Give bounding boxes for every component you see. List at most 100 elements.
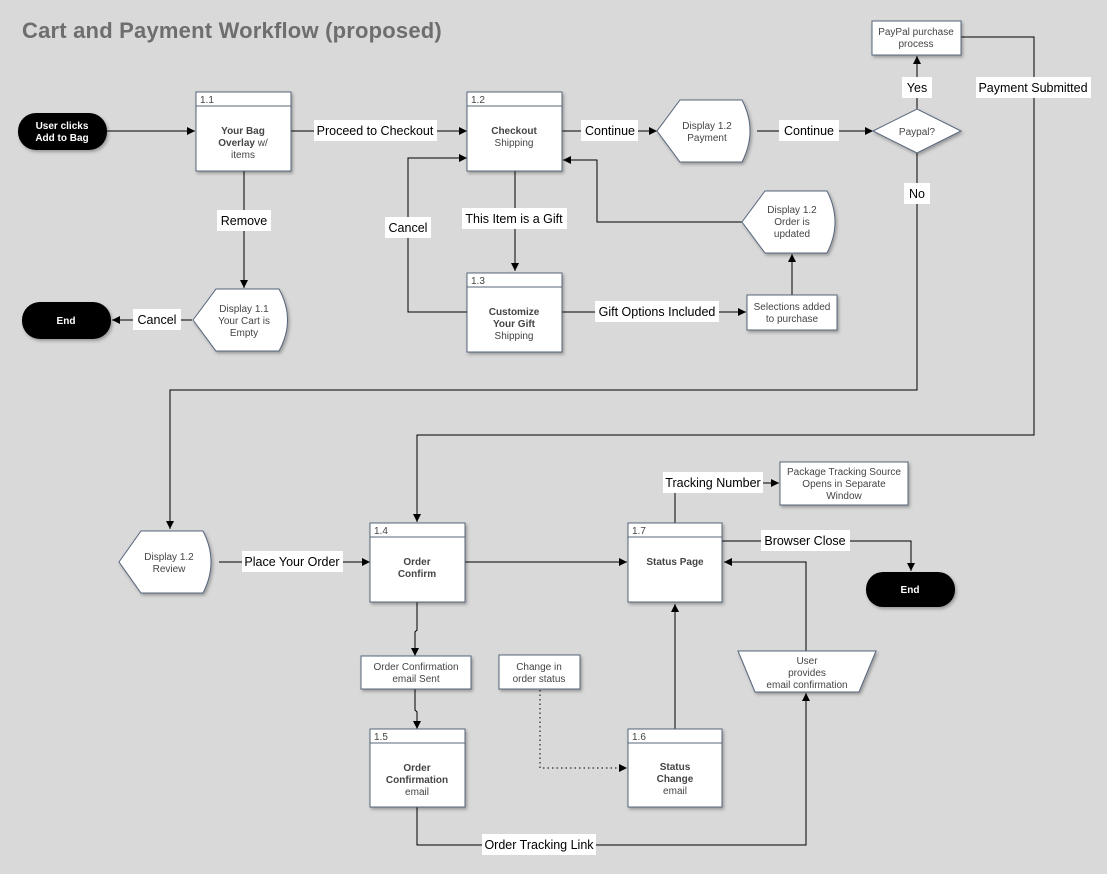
svg-text:Order: Order: [403, 763, 430, 774]
svg-text:updated: updated: [774, 229, 810, 240]
edge-tracking-link: [416, 693, 810, 846]
svg-text:Add to Bag: Add to Bag: [35, 133, 88, 144]
svg-text:Window: Window: [826, 491, 862, 502]
node-tracking-source: Package Tracking Source Opens in Separat…: [779, 461, 909, 506]
svg-text:Confirm: Confirm: [398, 569, 436, 580]
node-confirmation-email: 1.5 Order Confirmation email: [369, 728, 466, 808]
label-cancel-gift: Cancel: [389, 221, 428, 235]
label-continue2: Continue: [784, 124, 834, 138]
svg-text:email: email: [663, 786, 687, 797]
svg-text:Your Bag: Your Bag: [221, 126, 265, 137]
svg-text:1.6: 1.6: [632, 732, 646, 743]
svg-text:Payment: Payment: [687, 133, 727, 144]
svg-text:Confirmation: Confirmation: [386, 775, 448, 786]
svg-text:End: End: [901, 585, 920, 596]
svg-text:email Sent: email Sent: [392, 674, 439, 685]
svg-text:Change in: Change in: [516, 662, 562, 673]
node-display-review: Display 1.2 Review: [118, 530, 212, 594]
node-end-1: End: [22, 302, 111, 339]
label-browser-close: Browser Close: [764, 534, 845, 548]
svg-text:1.4: 1.4: [374, 526, 388, 537]
edge-no: [166, 153, 918, 529]
svg-text:to purchase: to purchase: [766, 314, 819, 325]
node-cart-empty: Display 1.1 Your Cart is Empty: [192, 288, 288, 352]
svg-text:Shipping: Shipping: [495, 331, 534, 342]
node-checkout: 1.2 Checkout Shipping: [466, 91, 563, 172]
svg-text:Display 1.2: Display 1.2: [682, 121, 732, 132]
svg-text:Shipping: Shipping: [495, 138, 534, 149]
svg-text:items: items: [231, 150, 255, 161]
svg-text:1.5: 1.5: [374, 732, 388, 743]
node-order-confirm: 1.4 Order Confirm: [369, 522, 466, 603]
svg-text:Paypal?: Paypal?: [899, 127, 936, 138]
edge-labels: Proceed to Checkout Continue Continue Ye…: [133, 77, 1091, 855]
svg-text:Display 1.2: Display 1.2: [767, 205, 817, 216]
svg-text:email confirmation: email confirmation: [766, 680, 847, 691]
svg-text:Review: Review: [153, 564, 187, 575]
edge-confirm-to-sent: [411, 602, 419, 656]
svg-text:Your Cart is: Your Cart is: [218, 316, 270, 327]
node-status-change: 1.6 Status Change email: [627, 728, 723, 808]
edge-sent-to-email: [413, 689, 421, 729]
edge-user-to-page: [724, 558, 807, 651]
label-cancel-left: Cancel: [138, 313, 177, 327]
label-tracking-link: Order Tracking Link: [484, 838, 594, 852]
svg-text:provides: provides: [788, 668, 826, 679]
svg-text:Empty: Empty: [230, 328, 258, 339]
node-user-provides: User provides email confirmation: [737, 650, 877, 693]
label-no: No: [909, 187, 925, 201]
node-your-bag: 1.1 Your Bag Overlay w/ items: [195, 91, 292, 172]
node-paypal-decision: Paypal?: [871, 108, 963, 154]
svg-text:Overlay w/: Overlay w/: [218, 138, 268, 149]
svg-text:Display 1.1: Display 1.1: [219, 304, 269, 315]
svg-text:End: End: [57, 316, 76, 327]
svg-text:1.3: 1.3: [471, 276, 485, 287]
node-display-payment: Display 1.2 Payment: [656, 99, 751, 163]
node-end-2: End: [866, 572, 955, 607]
label-yes: Yes: [907, 81, 927, 95]
svg-text:User: User: [796, 656, 818, 667]
svg-text:Change: Change: [657, 774, 694, 785]
node-confirmation-sent: Order Confirmation email Sent: [360, 655, 472, 690]
svg-text:1.2: 1.2: [471, 95, 485, 106]
svg-text:process: process: [898, 39, 933, 50]
svg-text:PayPal purchase: PayPal purchase: [878, 27, 954, 38]
svg-text:1.1: 1.1: [200, 95, 214, 106]
label-gift-included: Gift Options Included: [599, 305, 716, 319]
node-user-clicks: User clicks Add to Bag: [18, 113, 107, 150]
node-customize-gift: 1.3 Customize Your Gift Shipping: [466, 272, 563, 353]
node-order-updated: Display 1.2 Order is updated: [741, 190, 836, 254]
svg-text:Order: Order: [403, 557, 430, 568]
label-proceed: Proceed to Checkout: [317, 124, 434, 138]
label-place-order: Place Your Order: [244, 555, 339, 569]
page-title: Cart and Payment Workflow (proposed): [22, 18, 442, 43]
svg-text:Status: Status: [660, 762, 691, 773]
edge-payment-submitted: [413, 36, 1035, 522]
svg-text:Status Page: Status Page: [646, 557, 704, 568]
label-remove: Remove: [221, 214, 268, 228]
label-tracking-number: Tracking Number: [665, 476, 760, 490]
label-continue1: Continue: [585, 124, 635, 138]
node-selections-added: Selections added to purchase: [746, 294, 838, 331]
svg-text:Selections added: Selections added: [754, 302, 831, 313]
svg-text:Checkout: Checkout: [491, 126, 537, 137]
svg-text:Customize: Customize: [489, 307, 540, 318]
node-status-page: 1.7 Status Page: [627, 522, 723, 603]
edge-updated-to-checkout: [563, 156, 742, 223]
svg-text:Order is: Order is: [774, 217, 810, 228]
edge-change-to-status-change: [539, 690, 627, 772]
node-paypal-process: PayPal purchase process: [871, 20, 962, 56]
svg-text:User clicks: User clicks: [36, 121, 89, 132]
svg-text:Opens in Separate: Opens in Separate: [802, 479, 886, 490]
svg-text:Order Confirmation: Order Confirmation: [373, 662, 458, 673]
svg-text:email: email: [405, 787, 429, 798]
label-gift: This Item is a Gift: [465, 212, 563, 226]
svg-text:order status: order status: [513, 674, 566, 685]
label-payment-submitted: Payment Submitted: [978, 81, 1087, 95]
svg-text:Package Tracking Source: Package Tracking Source: [787, 467, 901, 478]
node-change-status: Change in order status: [498, 654, 581, 690]
svg-text:Display 1.2: Display 1.2: [144, 552, 194, 563]
svg-text:Your Gift: Your Gift: [493, 319, 536, 330]
svg-text:1.7: 1.7: [632, 526, 646, 537]
